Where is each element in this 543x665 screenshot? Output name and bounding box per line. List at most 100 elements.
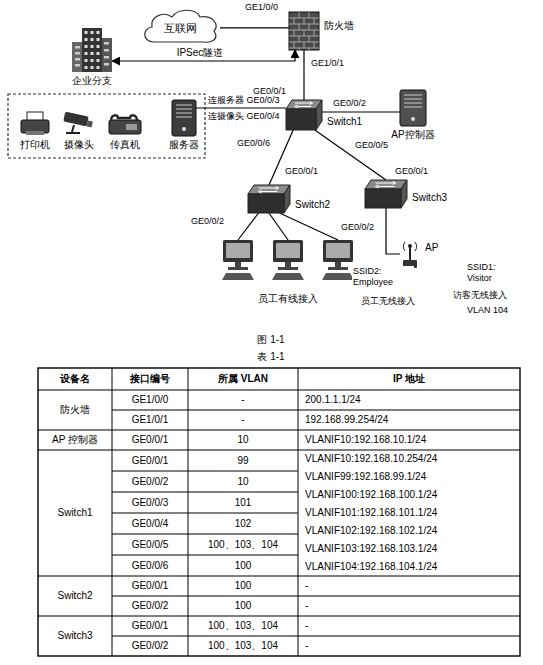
window xyxy=(104,42,109,45)
table-cell: 设备名 xyxy=(39,369,111,389)
brick-line xyxy=(309,12,310,18)
firewall-body xyxy=(289,12,319,50)
node-label: AP xyxy=(425,242,438,254)
cloud-outline xyxy=(145,10,216,42)
access-point-node: AP xyxy=(400,240,420,268)
table-cell: - xyxy=(189,411,297,429)
drive-slot xyxy=(404,107,422,108)
fax-icon xyxy=(108,112,142,136)
table-cell: 100、103、104 xyxy=(189,637,297,655)
table-cell: IP 地址 xyxy=(299,369,519,389)
switch-arrows xyxy=(376,183,395,187)
node-label: Switch3 xyxy=(412,192,447,204)
window xyxy=(104,49,109,52)
port-label: GE0/0/2 xyxy=(340,222,375,233)
node-label: 打印机 xyxy=(20,139,50,151)
window xyxy=(97,59,100,62)
brick-line xyxy=(294,30,295,36)
port-label: 连服务器 GE0/0/3 xyxy=(207,95,281,106)
table-cell: 10 xyxy=(189,472,297,491)
network-link xyxy=(238,213,258,240)
table-cell: GE0/0/1 xyxy=(113,577,187,595)
switch-side xyxy=(284,185,290,213)
radio-waves xyxy=(403,242,416,251)
table-cell: GE0/0/3 xyxy=(113,493,187,512)
window xyxy=(91,59,94,62)
table-cell: VLANIF99:192.168.99.1/24 xyxy=(299,469,519,485)
table-cell: 防火墙 xyxy=(39,391,111,429)
window xyxy=(91,45,94,48)
port-label: GE0/0/5 xyxy=(354,140,389,151)
firewall-node: 防火墙 xyxy=(289,12,319,50)
table-cell: AP 控制器 xyxy=(39,431,111,449)
brick-line xyxy=(294,18,295,24)
ap-antenna-tip xyxy=(408,244,412,248)
cloud-drawing xyxy=(145,10,216,42)
monitor-stand xyxy=(285,262,291,267)
keyboard xyxy=(222,273,254,280)
table-cell: - xyxy=(299,597,519,615)
table-cell: 100 xyxy=(189,556,297,575)
table-cell: GE1/0/0 xyxy=(113,391,187,409)
printer-node: 打印机 xyxy=(20,112,50,136)
tower-body xyxy=(172,100,196,136)
table-title: 表 1-1 xyxy=(256,351,285,362)
brick-line xyxy=(299,12,300,18)
table-cell: VLANIF103:192.168.103.1/24 xyxy=(299,541,519,557)
keyboard xyxy=(322,273,354,280)
brick-line xyxy=(309,36,310,42)
building-icon xyxy=(72,28,112,72)
table-cell: GE0/0/2 xyxy=(113,637,187,655)
switch-node: Switch1 xyxy=(286,100,322,130)
brick-line xyxy=(299,24,300,30)
table-cell: VLANIF104:192.168.104.1/24 xyxy=(299,559,519,575)
camera-lens xyxy=(87,121,93,128)
network-link xyxy=(280,213,338,240)
monitor-stand xyxy=(235,262,241,267)
table-cell: GE0/0/4 xyxy=(113,514,187,533)
table-cell: Switch3 xyxy=(39,617,111,655)
brick-line xyxy=(309,48,310,50)
table-cell: GE0/0/1 xyxy=(113,431,187,449)
node-label: 企业分支 xyxy=(72,75,112,87)
drive-slot xyxy=(176,105,192,106)
port-label: SSID2: Employee xyxy=(352,266,414,288)
table-cell: 102 xyxy=(189,514,297,533)
fax-handset xyxy=(111,115,137,121)
firewall-icon xyxy=(289,12,319,50)
branch-node: 企业分支 xyxy=(72,28,112,72)
drive-slot xyxy=(176,117,192,118)
port-label: 连摄像头 GE0/0/4 xyxy=(207,111,281,122)
switch-arrows xyxy=(295,102,313,109)
pcs-drawing xyxy=(222,240,354,280)
table-cell: GE0/0/2 xyxy=(113,472,187,491)
table-cell: VLANIF10:192.168.10.1/24 xyxy=(299,431,519,449)
table-cell: VLANIF101:192.168.101.1/24 xyxy=(299,505,519,521)
table-cell: VLANIF102:192.168.102.1/24 xyxy=(299,523,519,539)
port-label: GE1/0/1 xyxy=(310,58,345,69)
port-label: GE1/0/0 xyxy=(244,2,279,13)
switch-side xyxy=(401,180,407,208)
server-drawing xyxy=(172,100,196,136)
screen xyxy=(276,243,300,258)
switch-front xyxy=(365,189,401,208)
node-label: 摄像头 xyxy=(64,139,94,151)
window xyxy=(85,31,88,34)
printer-icon xyxy=(20,112,50,136)
window xyxy=(91,31,94,34)
switch-top xyxy=(365,180,407,189)
network-link xyxy=(315,130,386,180)
fax-node: 传真机 xyxy=(108,112,142,136)
port-label: GE0/0/1 xyxy=(284,166,319,177)
table-cell: - xyxy=(299,577,519,595)
switch-drawing xyxy=(248,185,290,213)
network-link xyxy=(269,213,288,240)
switch-icon xyxy=(286,100,322,130)
table-cell: 接口编号 xyxy=(113,369,187,389)
window xyxy=(91,66,94,69)
camera-stand xyxy=(66,125,80,133)
network-link xyxy=(386,208,400,254)
server-icon xyxy=(172,100,196,136)
switch-side xyxy=(316,100,322,130)
